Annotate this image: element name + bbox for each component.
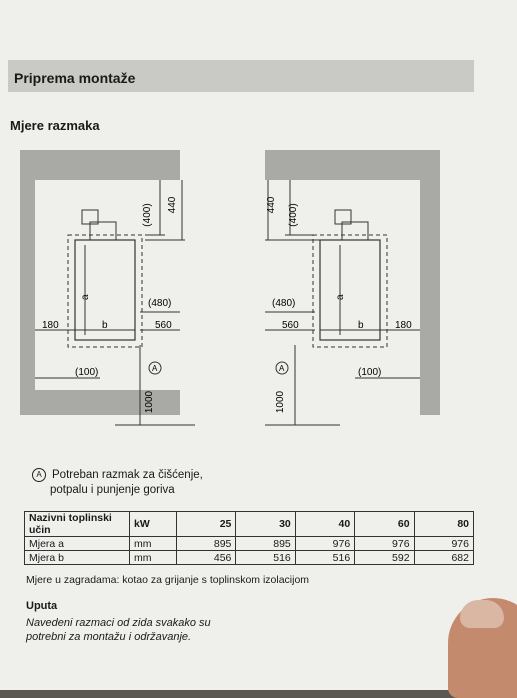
right-dim-front: 560 [282, 320, 299, 331]
table-cell: 516 [235, 550, 296, 565]
page-subtitle: Mjere razmaka [10, 118, 100, 133]
table-cell: 516 [294, 550, 356, 565]
table-cell: 895 [175, 536, 237, 551]
header-cell: 40 [294, 511, 356, 537]
instruction-line-1: Navedeni razmaci od zida svakako su [26, 617, 211, 629]
table-cell: mm [129, 550, 177, 565]
left-marker: A [152, 364, 158, 373]
right-dim-top-paren: (400) [288, 203, 299, 226]
table-cell: 682 [413, 550, 475, 565]
left-dim-floor: 1000 [144, 390, 155, 413]
header-cell: 30 [235, 511, 296, 537]
table-row: Mjera b mm 456 516 516 592 682 [24, 550, 475, 565]
dimensions-table: Nazivni toplinski učin kW 25 30 40 60 80… [24, 511, 475, 565]
table-cell: 976 [294, 536, 356, 551]
table-cell: 976 [413, 536, 475, 551]
table-cell: 592 [354, 550, 415, 565]
table-cell: 976 [354, 536, 415, 551]
left-dim-side: 180 [42, 320, 59, 331]
right-dim-a: a [335, 294, 346, 300]
right-diagram: 440 (400) a b 180 (480) 560 (100) A 1000 [265, 150, 440, 426]
instruction-text: Navedeni razmaci od zida svakako su potr… [26, 616, 286, 644]
header-cell: kW [129, 511, 177, 537]
table-cell: Mjera b [24, 550, 130, 565]
note-line-2: potpalu i punjenje goriva [50, 484, 175, 497]
left-dim-front: 560 [155, 320, 172, 331]
section-title: Priprema montaže [14, 70, 136, 86]
table-cell: Mjera a [24, 536, 130, 551]
left-dim-top-paren: (400) [142, 203, 153, 226]
left-dim-front-paren: (480) [148, 298, 171, 309]
right-dim-bottom-paren: (100) [358, 367, 381, 378]
section-banner [8, 60, 474, 92]
table-header-row: Nazivni toplinski učin kW 25 30 40 60 80 [24, 511, 475, 537]
thumb-nail [460, 600, 504, 628]
right-dim-top: 440 [266, 196, 277, 213]
instruction-line-2: potrebni za montažu i održavanje. [26, 631, 192, 643]
header-cell: 25 [175, 511, 237, 537]
table-footnote: Mjere u zagradama: kotao za grijanje s t… [26, 574, 310, 586]
left-dim-top: 440 [167, 196, 178, 213]
right-dim-side: 180 [395, 320, 412, 331]
left-dim-b: b [102, 320, 108, 331]
left-diagram: (400) 440 a b 180 (480) 560 (100) A 1000 [20, 150, 195, 426]
header-cell: 80 [413, 511, 475, 537]
table-cell: 456 [175, 550, 237, 565]
header-cell: 60 [354, 511, 415, 537]
right-dim-floor: 1000 [275, 390, 286, 413]
right-marker: A [279, 364, 285, 373]
table-row: Mjera a mm 895 895 976 976 976 [24, 536, 475, 551]
right-dim-front-paren: (480) [272, 298, 295, 309]
instruction-title: Uputa [26, 600, 58, 612]
note-line-1: Potreban razmak za čišćenje, [52, 469, 203, 482]
clearance-diagram: (400) 440 a b 180 (480) 560 (100) A 1000 [20, 150, 440, 426]
left-dim-a: a [80, 294, 91, 300]
clearance-note: A Potreban razmak za čišćenje, potpalu i … [32, 468, 203, 498]
table-cell: mm [129, 536, 177, 551]
right-dim-b: b [358, 320, 364, 331]
note-marker: A [32, 468, 46, 482]
header-cell: Nazivni toplinski učin [24, 511, 130, 537]
left-dim-bottom-paren: (100) [75, 367, 98, 378]
table-cell: 895 [235, 536, 296, 551]
